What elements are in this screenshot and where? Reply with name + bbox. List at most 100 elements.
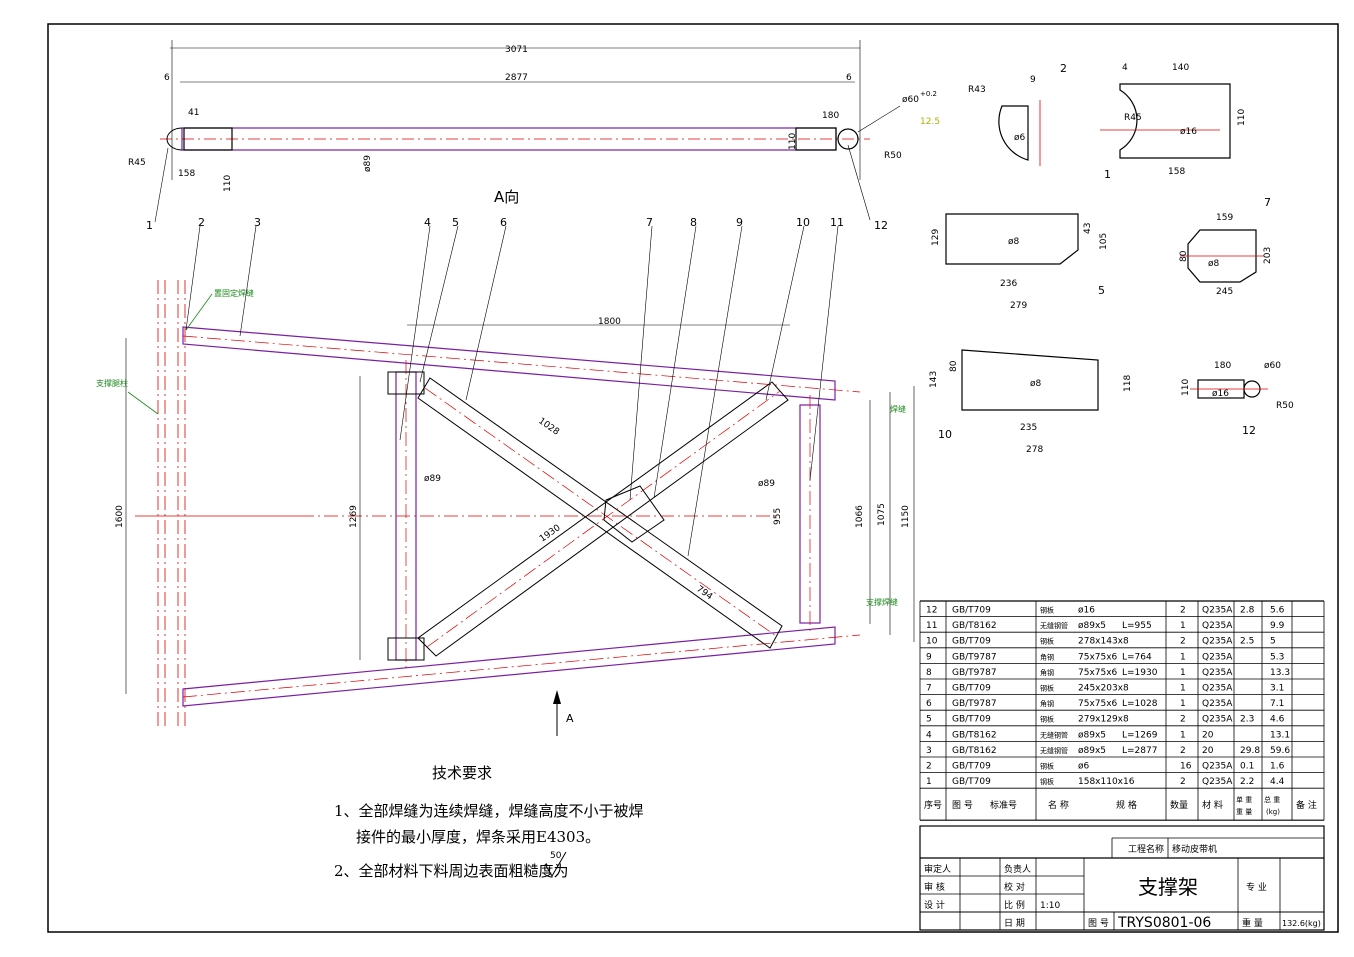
- dim-3071: 3071: [505, 45, 528, 55]
- bom-std: GB/T709: [952, 715, 991, 725]
- bom-h-qty: 数量: [1170, 799, 1188, 811]
- bom-spec: 75x75x6: [1078, 652, 1118, 662]
- drawing-title: 支撑架: [1138, 875, 1198, 899]
- svg-text:110: 110: [1237, 109, 1247, 126]
- svg-text:278: 278: [1026, 445, 1043, 455]
- svg-text:118: 118: [1123, 375, 1133, 392]
- bom-material: Q235A: [1202, 621, 1233, 631]
- bom-seq: 6: [926, 699, 932, 709]
- bom-total-weight: 1.6: [1270, 762, 1285, 772]
- bom-material: Q235A: [1202, 715, 1233, 725]
- svg-text:专 业: 专 业: [1246, 881, 1267, 893]
- bom-name: 钢板: [1040, 715, 1054, 724]
- bom-seq: 10: [926, 637, 938, 647]
- bom-material: Q235A: [1202, 637, 1233, 647]
- note-weld-right: 焊缝: [890, 404, 906, 414]
- tech-line-1: 1、全部焊缝为连续焊缝，焊缝高度不小于被焊: [334, 802, 644, 820]
- callout-7: 7: [646, 216, 653, 229]
- callout-12: 12: [874, 219, 888, 232]
- bom-unit-weight: 29.8: [1240, 746, 1260, 756]
- tech-notes: 技术要求 1、全部焊缝为连续焊缝，焊缝高度不小于被焊 接件的最小厚度，焊条采用E…: [334, 764, 644, 880]
- svg-text:图 号: 图 号: [1088, 918, 1109, 929]
- callout-9: 9: [736, 216, 743, 229]
- svg-text:245: 245: [1216, 287, 1233, 297]
- bom-name: 钢板: [1040, 637, 1054, 646]
- svg-text:ø8: ø8: [1008, 237, 1020, 247]
- dim-1600: 1600: [115, 505, 125, 528]
- bom-spec: ø89x5: [1078, 621, 1106, 631]
- svg-text:校 对: 校 对: [1004, 881, 1025, 893]
- svg-text:236: 236: [1000, 279, 1017, 289]
- bom-name: 角钢: [1040, 668, 1054, 677]
- bom-spec: ø89x5: [1078, 730, 1106, 740]
- bom-seq: 11: [926, 621, 937, 631]
- bom-total-weight: 5: [1270, 637, 1276, 647]
- bom-std: GB/T709: [952, 637, 991, 647]
- svg-text:ø16: ø16: [1180, 127, 1197, 137]
- brace-6: [417, 377, 783, 649]
- dim-1800: 1800: [598, 317, 621, 327]
- dim-1150: 1150: [901, 505, 911, 528]
- bom-name: 钢板: [1040, 762, 1054, 771]
- project-label: 工程名称: [1128, 843, 1164, 855]
- bom-qty: 1: [1180, 668, 1186, 678]
- note-weld-right2: 支撑焊缝: [866, 597, 898, 607]
- dim-hole: ø60: [902, 95, 919, 105]
- bom-qty: 2: [1180, 606, 1186, 616]
- bom-material: Q235A: [1202, 606, 1233, 616]
- bom-h-note: 备 注: [1296, 799, 1317, 811]
- bom-length: L=1269: [1122, 730, 1158, 740]
- svg-text:设 计: 设 计: [924, 899, 945, 911]
- dim-2877: 2877: [505, 73, 528, 83]
- bom-h-name: 名 称: [1048, 799, 1069, 811]
- view-label-a: A向: [494, 188, 519, 206]
- note-support-leg: 支撑腿柱: [96, 378, 128, 388]
- bom-name: 角钢: [1040, 652, 1054, 661]
- bom-qty: 16: [1180, 762, 1192, 772]
- svg-text:重 量: 重 量: [1242, 917, 1263, 929]
- detail-12: 180 ø60 110 ø16 R50 12: [1181, 361, 1294, 437]
- bom-std: GB/T9787: [952, 668, 997, 678]
- bom-seq: 8: [926, 668, 932, 678]
- dim-110-r: 110: [788, 133, 798, 150]
- bom-seq: 5: [926, 715, 932, 725]
- dim-110: 110: [223, 175, 233, 192]
- bom-spec: ø6: [1078, 762, 1090, 772]
- svg-text:110: 110: [1181, 379, 1191, 396]
- bom-total-weight: 5.6: [1270, 606, 1285, 616]
- svg-text:ø6: ø6: [1014, 133, 1026, 143]
- svg-text:159: 159: [1216, 213, 1233, 223]
- tech-line-2: 接件的最小厚度，焊条采用E4303。: [356, 828, 600, 846]
- bom-spec: 75x75x6: [1078, 668, 1118, 678]
- bom-std: GB/T709: [952, 777, 991, 787]
- bom-total-weight: 13.1: [1270, 730, 1290, 740]
- bom-length: L=1028: [1122, 699, 1158, 709]
- drawing-number: TRYS0801-06: [1117, 915, 1211, 931]
- dim-6-left: 6: [164, 73, 170, 83]
- bom-std: GB/T8162: [952, 746, 997, 756]
- hole-60: [837, 128, 859, 150]
- bom-seq: 2: [926, 762, 932, 772]
- callout-6: 6: [500, 216, 507, 229]
- bom-unit-weight: 2.2: [1240, 777, 1254, 787]
- svg-text:132.6(kg): 132.6(kg): [1282, 919, 1321, 928]
- svg-text:ø60: ø60: [1264, 361, 1281, 371]
- svg-text:ø16: ø16: [1212, 389, 1229, 399]
- svg-text:279: 279: [1010, 301, 1027, 311]
- tech-roughness: 50: [550, 851, 562, 861]
- detail-7: 159 80 ø8 203 245 7: [1179, 196, 1273, 297]
- bom-total-weight: 13.3: [1270, 668, 1290, 678]
- bom-seq: 7: [926, 684, 932, 694]
- bom-total-weight: 7.1: [1270, 699, 1284, 709]
- callout-11: 11: [830, 216, 844, 229]
- bom-name: 无缝钢管: [1040, 746, 1068, 755]
- bom-spec: ø89x5: [1078, 746, 1106, 756]
- callout-3: 3: [254, 216, 261, 229]
- bom-spec: ø16: [1078, 606, 1095, 616]
- dim-1066: 1066: [855, 505, 865, 528]
- callout-10: 10: [796, 216, 810, 229]
- svg-text:7: 7: [1264, 196, 1271, 209]
- svg-text:43: 43: [1083, 223, 1093, 234]
- bom-name: 钢板: [1040, 777, 1054, 786]
- bom-h-spec: 规 格: [1116, 799, 1137, 811]
